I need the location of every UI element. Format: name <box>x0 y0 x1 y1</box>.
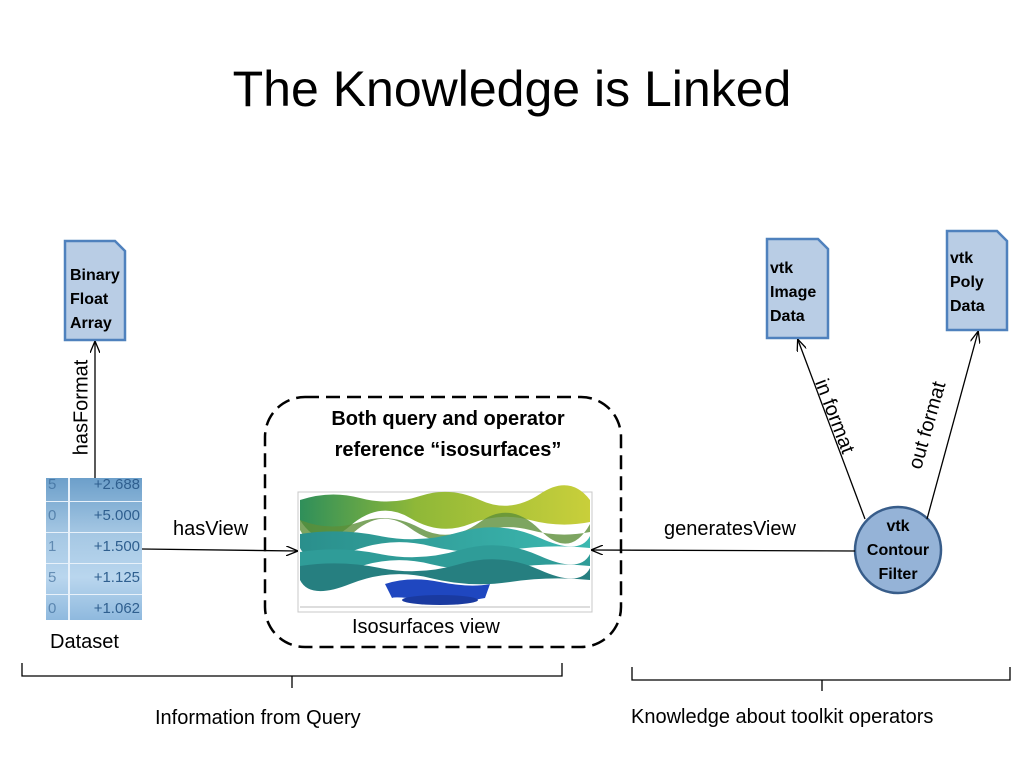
vtk-contour-filter-label: vtk Contour Filter <box>857 515 939 587</box>
out-format-arrow <box>926 332 978 520</box>
dataset-row: 5+1.125 <box>46 563 142 595</box>
filter-line: Contour <box>866 542 930 559</box>
doc-line: Float <box>70 291 109 308</box>
doc-line: vtk <box>950 250 974 267</box>
filter-line: vtk <box>886 518 910 535</box>
vtk-poly-data-label: vtk Poly Data <box>950 247 985 319</box>
dataset-row: 0+1.062 <box>46 594 142 620</box>
knowledge-about-toolkit-label: Knowledge about toolkit operators <box>631 706 934 728</box>
generates-view-label: generatesView <box>664 518 796 540</box>
has-view-arrow <box>141 549 297 551</box>
information-from-query-label: Information from Query <box>155 707 361 729</box>
doc-line: vtk <box>770 260 794 277</box>
toolkit-brace <box>631 667 1011 691</box>
dataset-image: 5+2.688 0+5.000 1+1.500 5+1.125 0+1.062 <box>46 478 142 620</box>
binary-float-array-doc <box>63 239 127 342</box>
vtk-image-data-label: vtk Image Data <box>770 257 816 329</box>
dataset-row: 5+2.688 <box>46 478 142 502</box>
doc-line: Data <box>770 308 805 325</box>
isosurfaces-image <box>297 485 593 613</box>
slide-title: The Knowledge is Linked <box>232 61 792 117</box>
filter-line: Filter <box>878 566 918 583</box>
vtk-poly-data-doc <box>945 229 1009 332</box>
binary-float-array-label: Binary Float Array <box>70 264 120 336</box>
generates-view-arrow <box>592 550 856 551</box>
dataset-row: 0+5.000 <box>46 501 142 533</box>
dataset-label: Dataset <box>50 631 119 653</box>
note-line-2: reference “isosurfaces” <box>334 439 562 461</box>
vtk-contour-filter-node <box>853 505 943 595</box>
doc-line: Array <box>70 315 112 332</box>
doc-line: Poly <box>950 274 984 291</box>
doc-line: Binary <box>70 267 120 284</box>
in-format-arrow <box>798 340 866 520</box>
isosurfaces-box <box>263 395 623 649</box>
dataset-row: 1+1.500 <box>46 532 142 564</box>
doc-line: Image <box>770 284 817 301</box>
has-format-label: hasFormat <box>70 359 93 456</box>
has-view-label: hasView <box>173 518 249 540</box>
isosurfaces-view-label: Isosurfaces view <box>352 616 500 638</box>
doc-line: Data <box>950 298 985 315</box>
isosurfaces-note: Both query and operator reference “isosu… <box>292 404 604 466</box>
vtk-image-data-doc <box>765 237 830 340</box>
query-brace <box>21 663 563 688</box>
note-line-1: Both query and operator <box>331 408 565 430</box>
